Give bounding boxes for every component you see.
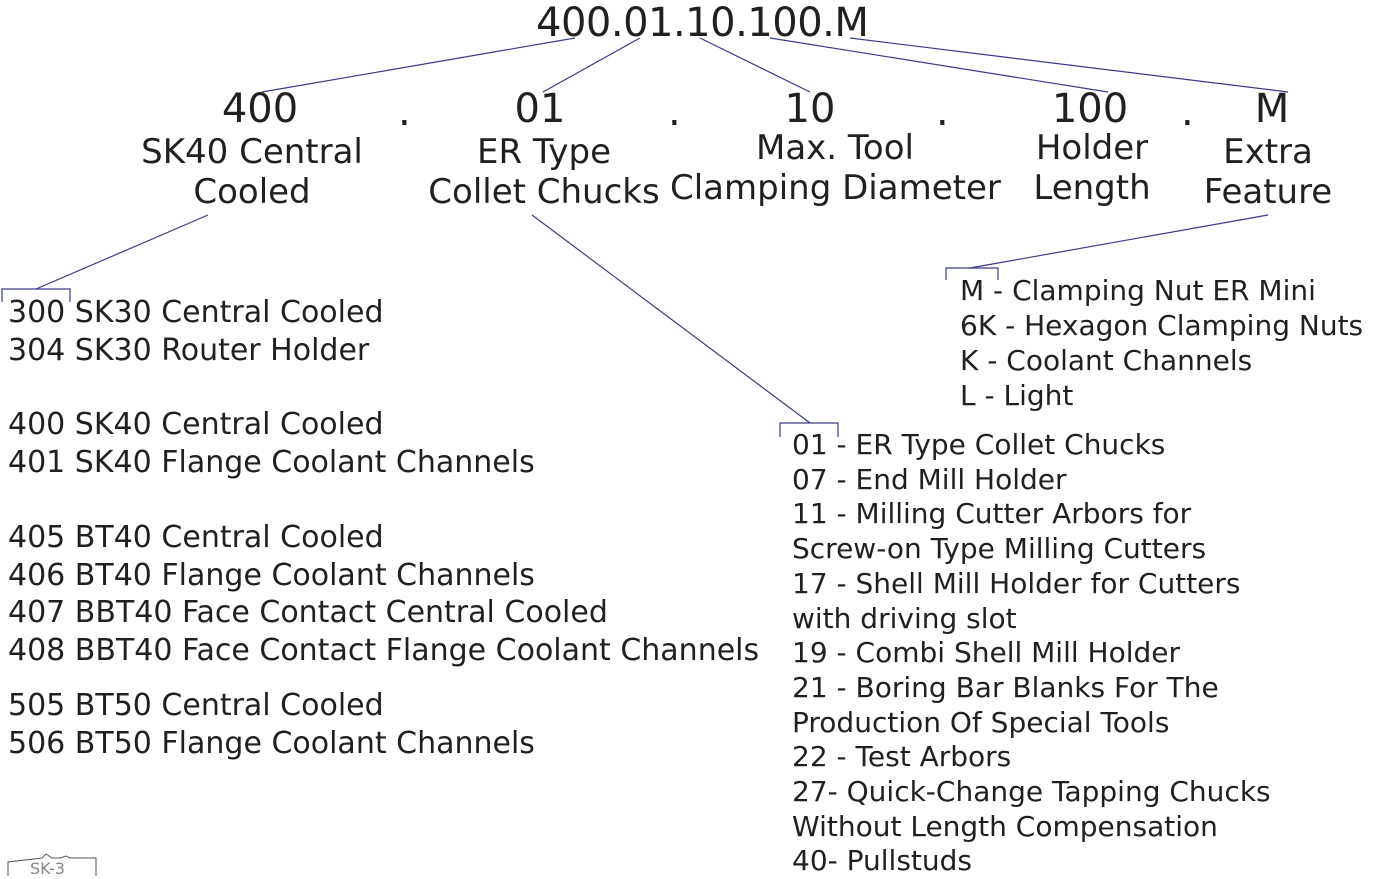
list-item: 304 SK30 Router Holder bbox=[8, 332, 370, 368]
connector-code-to-100 bbox=[769, 37, 1109, 93]
separator-dot-3: . bbox=[936, 89, 949, 135]
list-item: 405 BT40 Central Cooled bbox=[8, 520, 384, 555]
segment-label-400: SK40 Central Cooled bbox=[112, 132, 392, 212]
list-item: Without Length Compensation bbox=[792, 809, 1218, 843]
bracket-holder-types bbox=[1, 288, 71, 302]
separator-dot-4: . bbox=[1181, 89, 1194, 135]
holder-type-group-bt40: 405 BT40 Central Cooled 406 BT40 Flange … bbox=[8, 519, 759, 669]
list-item: 406 BT40 Flange Coolant Channels bbox=[8, 557, 535, 593]
holder-type-group-sk40: 400 SK40 Central Cooled 401 SK40 Flange … bbox=[8, 406, 759, 481]
segment-label-line: Max. Tool bbox=[756, 128, 914, 168]
separator-dot-2: . bbox=[668, 89, 681, 135]
segment-label-line: ER Type bbox=[476, 132, 611, 172]
list-item: 40- Pullstuds bbox=[792, 844, 973, 878]
segment-label-line: Feature bbox=[1203, 172, 1333, 212]
corner-tag-label: SK-3 bbox=[30, 859, 65, 878]
segment-label-line: Length bbox=[1033, 168, 1151, 208]
bracket-extra-features bbox=[945, 267, 999, 280]
list-item: 07 - End Mill Holder bbox=[792, 462, 1067, 496]
segment-label-10: Max. Tool Clamping Diameter bbox=[670, 128, 1001, 208]
list-item: 407 BBT40 Face Contact Central Cooled bbox=[8, 595, 608, 630]
connector-400-to-list bbox=[35, 214, 209, 290]
list-item: Screw-on Type Milling Cutters bbox=[792, 532, 1207, 566]
list-item: 6K - Hexagon Clamping Nuts bbox=[960, 309, 1364, 342]
list-item: K - Coolant Channels bbox=[960, 344, 1253, 377]
list-item: with driving slot bbox=[792, 601, 1017, 635]
list-item: 01 - ER Type Collet Chucks bbox=[792, 428, 1166, 461]
segment-value-100: 100 bbox=[1051, 86, 1129, 132]
connector-code-to-10 bbox=[699, 37, 811, 93]
segment-label-line: Cooled bbox=[193, 172, 311, 212]
list-item: 11 - Milling Cutter Arbors for bbox=[792, 497, 1192, 531]
segment-label-line: Extra bbox=[1223, 132, 1313, 172]
segment-label-line: SK40 Central bbox=[141, 132, 363, 172]
list-item: 22 - Test Arbors bbox=[792, 740, 1012, 774]
extra-feature-list: M - Clamping Nut ER Mini 6K - Hexagon Cl… bbox=[960, 273, 1363, 413]
list-item: 300 SK30 Central Cooled bbox=[8, 295, 384, 330]
segment-label-line: Collet Chucks bbox=[428, 172, 660, 212]
bracket-holder-categories bbox=[779, 422, 839, 437]
segment-label-M: Extra Feature bbox=[1188, 132, 1348, 212]
connector-code-to-400 bbox=[261, 37, 576, 93]
segment-value-01: 01 bbox=[514, 86, 566, 132]
segment-label-line: Holder bbox=[1035, 128, 1149, 168]
segment-value-M: M bbox=[1254, 86, 1290, 132]
full-product-code: 400.01.10.100.M bbox=[536, 0, 869, 46]
segment-value-10: 10 bbox=[784, 86, 836, 132]
list-item: Production Of Special Tools bbox=[792, 705, 1170, 739]
connector-code-to-M bbox=[849, 37, 1289, 93]
connector-M-to-list bbox=[969, 214, 1269, 269]
connector-01-to-list bbox=[531, 214, 811, 424]
segment-value-400: 400 bbox=[221, 86, 299, 132]
holder-category-list: 01 - ER Type Collet Chucks 07 - End Mill… bbox=[792, 428, 1271, 879]
list-item: 408 BBT40 Face Contact Flange Coolant Ch… bbox=[8, 632, 760, 668]
holder-type-group-sk30: 300 SK30 Central Cooled 304 SK30 Router … bbox=[8, 294, 759, 369]
list-item: M - Clamping Nut ER Mini bbox=[960, 274, 1316, 307]
list-item: 19 - Combi Shell Mill Holder bbox=[792, 636, 1181, 670]
list-item: 27- Quick-Change Tapping Chucks bbox=[792, 775, 1271, 809]
list-item: 505 BT50 Central Cooled bbox=[8, 688, 384, 723]
segment-label-100: Holder Length bbox=[1012, 128, 1172, 208]
list-item: 17 - Shell Mill Holder for Cutters bbox=[792, 566, 1241, 600]
segment-label-line: Clamping Diameter bbox=[670, 168, 1001, 208]
separator-dot-1: . bbox=[398, 89, 411, 135]
list-item: 21 - Boring Bar Blanks For The bbox=[792, 670, 1219, 704]
segment-label-01: ER Type Collet Chucks bbox=[404, 132, 684, 212]
list-item: 506 BT50 Flange Coolant Channels bbox=[8, 725, 535, 761]
list-item: L - Light bbox=[960, 379, 1074, 412]
holder-type-group-bt50: 505 BT50 Central Cooled 506 BT50 Flange … bbox=[8, 687, 759, 762]
list-item: 401 SK40 Flange Coolant Channels bbox=[8, 444, 535, 480]
list-item: 400 SK40 Central Cooled bbox=[8, 407, 384, 442]
corner-tag-outline bbox=[7, 853, 97, 876]
connector-code-to-01 bbox=[542, 37, 641, 93]
holder-type-list: 300 SK30 Central Cooled 304 SK30 Router … bbox=[8, 294, 759, 762]
